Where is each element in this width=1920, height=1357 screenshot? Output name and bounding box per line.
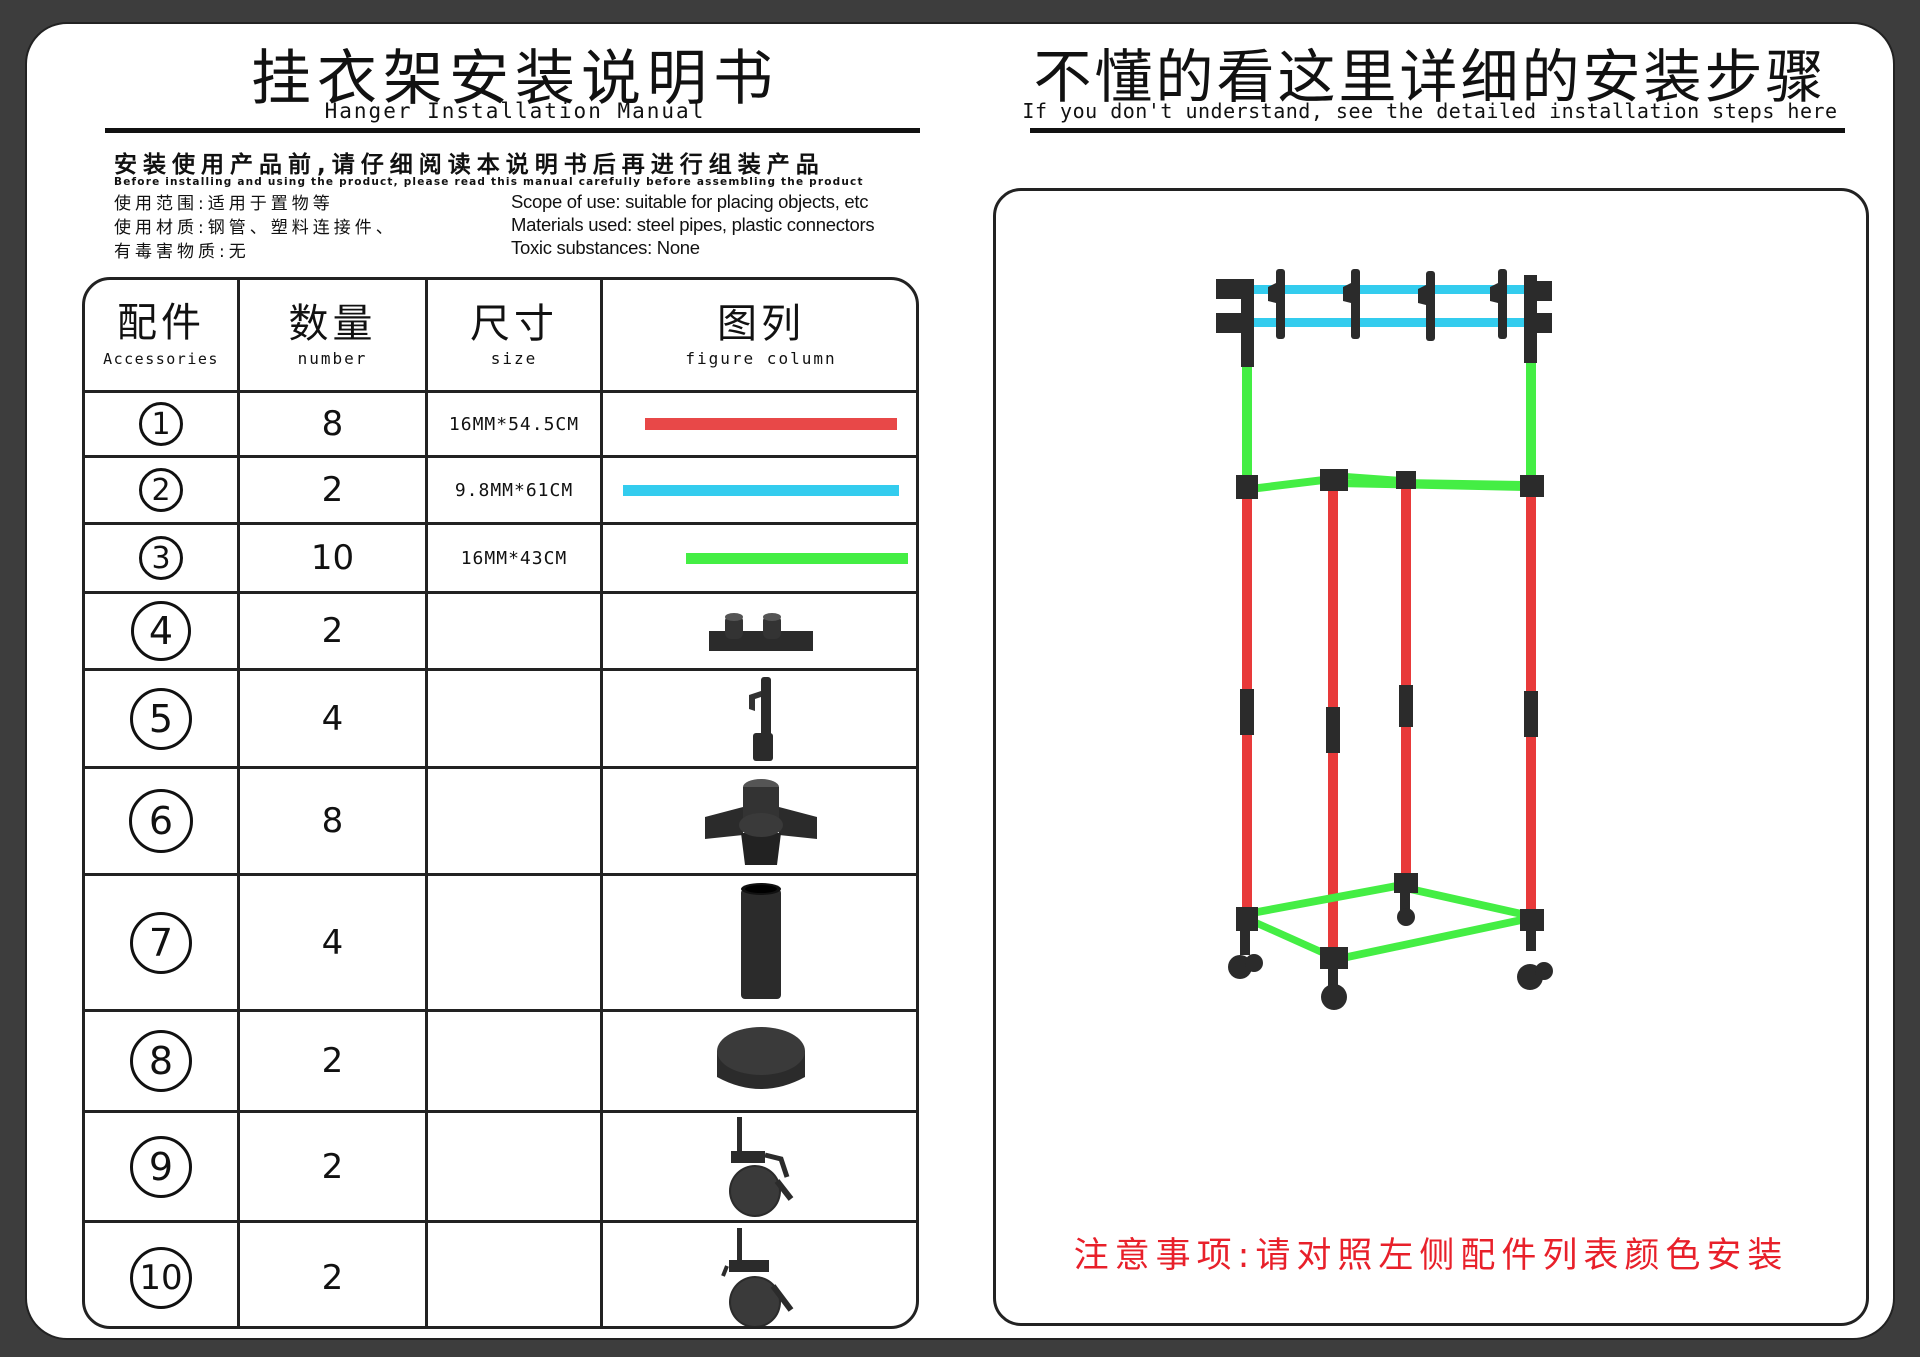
caster-wheels (1228, 893, 1553, 1010)
green-pipe (1242, 367, 1252, 479)
part-id: 2 (139, 468, 183, 512)
steps-title-underline (1030, 128, 1845, 133)
header-size: 尺寸 (470, 300, 558, 347)
toxic-en: Toxic substances: None (511, 237, 700, 258)
materials-en: Materials used: steel pipes, plastic con… (511, 214, 875, 235)
sleeve-tube-icon (741, 882, 781, 999)
header-accessories-en: Accessories (103, 350, 219, 368)
scope-en: Scope of use: suitable for placing objec… (511, 191, 869, 212)
manual-title: 挂衣架安装说明书 (251, 44, 779, 114)
four-way-connector (1320, 469, 1348, 491)
sleeve-tube (1524, 691, 1538, 737)
table-row: 5 4 (85, 668, 916, 766)
cyan-pipe (1232, 285, 1536, 294)
part-id: 7 (130, 911, 192, 974)
header-number-en: number (297, 348, 368, 368)
part-id: 6 (129, 789, 193, 853)
four-way-connector-icon (705, 779, 817, 865)
spec-en-block: Scope of use: suitable for placing objec… (511, 190, 911, 259)
header-accessories: 配件 (117, 300, 205, 346)
caster-wheel-icon (729, 1116, 794, 1217)
table-row: 1 8 16MM*54.5CM (85, 390, 916, 455)
table-header-row: 配件 Accessories 数量 number 尺寸 size 图列 figu… (85, 280, 916, 390)
part-qty: 2 (321, 1257, 344, 1298)
intro-notice-en: Before installing and using the product,… (114, 176, 864, 188)
manual-title-en: Hanger Installation Manual (324, 99, 706, 123)
materials-cn: 使用材质:钢管、塑料连接件、 (114, 218, 397, 238)
part-size: 9.8MM*61CM (454, 479, 574, 501)
col-divider (425, 280, 428, 1326)
assembled-rack-diagram (1216, 269, 1553, 1010)
sleeve-tube (1399, 685, 1413, 727)
table-row: 8 2 (85, 1009, 916, 1110)
part-size: 16MM*54.5CM (448, 413, 580, 435)
col-divider (600, 280, 603, 1326)
four-way-connector (1236, 475, 1258, 499)
four-way-connector (1320, 947, 1348, 969)
green-pipe (1526, 363, 1536, 479)
parts-table: 配件 Accessories 数量 number 尺寸 size 图列 figu… (82, 277, 919, 1329)
sleeve-tube (1326, 707, 1340, 753)
part-qty: 8 (321, 801, 344, 841)
part-qty: 2 (321, 611, 344, 651)
sleeve-tube (1240, 689, 1254, 735)
part-qty: 2 (321, 1041, 344, 1081)
part-qty: 8 (321, 404, 344, 444)
spec-cn-block: 使用范围:适用于置物等 使用材质:钢管、塑料连接件、 有毒害物质:无 (114, 192, 514, 264)
table-row: 7 4 (85, 873, 916, 1009)
toxic-cn: 有毒害物质:无 (114, 242, 250, 262)
intro-notice: 安装使用产品前,请仔细阅读本说明书后再进行组装产品 (114, 152, 825, 178)
table-row: 10 2 (85, 1220, 916, 1326)
table-row: 6 8 (85, 766, 916, 873)
four-way-connector (1396, 471, 1416, 489)
col-divider (237, 280, 240, 1326)
table-row: 2 2 9.8MM*61CM (85, 455, 916, 522)
double-hook-connector-icon (709, 613, 813, 651)
color-note: 注意事项:请对照左侧配件列表颜色安装 (1073, 1236, 1789, 1276)
caster-wheel-brake-icon (721, 1227, 794, 1326)
steps-title: 不懂的看这里详细的安装步骤 (1033, 43, 1827, 111)
title-underline (105, 128, 920, 133)
part-id: 9 (130, 1135, 192, 1198)
part-id: 5 (130, 687, 192, 750)
header-size-en: size (490, 348, 538, 368)
header-figure: 图列 (717, 300, 805, 347)
hook-icons (1268, 269, 1507, 341)
part-id: 3 (139, 536, 183, 580)
four-way-connector (1394, 873, 1418, 893)
red-pipe (1401, 489, 1411, 879)
scope-cn: 使用范围:适用于置物等 (114, 194, 334, 214)
part-id: 10 (130, 1246, 192, 1309)
table-row: 4 2 (85, 591, 916, 668)
double-hook-connector (1241, 279, 1254, 367)
four-way-connector (1520, 909, 1544, 931)
header-number: 数量 (288, 300, 377, 347)
end-cap-icon (717, 1027, 805, 1089)
table-row: 3 10 16MM*43CM (85, 522, 916, 591)
assembly-diagram-box: 注意事项:请对照左侧配件列表颜色安装 (993, 188, 1869, 1326)
four-way-connector (1236, 907, 1258, 931)
part-id: 1 (139, 402, 183, 446)
part-size: 16MM*43CM (460, 547, 568, 569)
steps-title-en: If you don't understand, see the detaile… (1022, 99, 1838, 123)
part-qty: 2 (321, 470, 344, 510)
manual-sheet (25, 22, 1895, 1340)
green-pipe-icon (686, 552, 908, 564)
table-row: 9 2 (85, 1110, 916, 1220)
header-figure-en: figure column (685, 348, 837, 368)
part-id: 4 (131, 601, 191, 661)
cyan-pipe-icon (623, 484, 899, 496)
cyan-pipe (1232, 318, 1536, 327)
red-pipe-icon (645, 418, 897, 430)
part-qty: 4 (321, 698, 344, 739)
part-qty: 2 (321, 1146, 344, 1187)
part-qty: 10 (310, 538, 355, 578)
four-way-connector (1520, 475, 1544, 497)
hook-icon (749, 676, 773, 761)
part-qty: 4 (321, 922, 344, 963)
part-id: 8 (130, 1030, 192, 1092)
